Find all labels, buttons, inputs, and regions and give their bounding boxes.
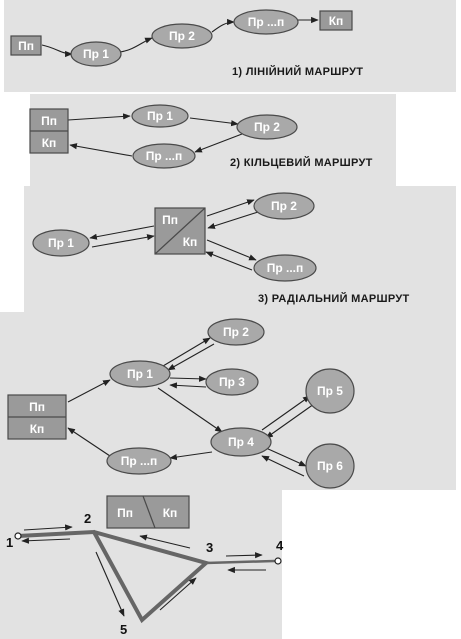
svg-text:Пр 1: Пр 1 <box>48 236 74 250</box>
svg-text:Кп: Кп <box>42 136 57 150</box>
svg-text:Пр ...п: Пр ...п <box>121 454 158 468</box>
panel-radial <box>24 186 456 312</box>
node-pp-kp-radial: Пп Кп <box>154 207 206 255</box>
network-route: Пп Кп 1 2 3 4 5 <box>6 495 284 637</box>
svg-text:Пр 1: Пр 1 <box>83 47 109 61</box>
label-point-1: 1 <box>6 535 13 550</box>
node-pr1-combined: Пр 1 <box>109 360 171 388</box>
node-pp-kp-ring: Пп Кп <box>29 108 69 154</box>
svg-text:Кп: Кп <box>183 235 198 249</box>
svg-text:Пп: Пп <box>18 39 34 53</box>
linear-route: Пп Пр 1 Пр 2 Пр ...п Кп 1) ЛІНІЙНИЙ МАРШ… <box>10 9 363 78</box>
label-point-5: 5 <box>120 622 127 637</box>
node-pp-kp-combined: Пп Кп <box>7 394 67 440</box>
label-point-2: 2 <box>84 511 91 526</box>
svg-text:Пр 2: Пр 2 <box>169 29 195 43</box>
ring-route: Пп Кп Пр 1 Пр 2 Пр ...п 2) КІЛЬЦЕВИЙ МАР… <box>29 104 373 169</box>
svg-text:Пр 2: Пр 2 <box>254 120 280 134</box>
node-prn: Пр ...п <box>233 9 299 35</box>
svg-text:Пп: Пп <box>29 400 45 414</box>
radial-route: Пп Кп Пр 1 Пр 2 Пр ...п 3) РАДІАЛЬНИЙ МА… <box>32 192 410 305</box>
panel-ring <box>30 94 396 186</box>
panel-linear <box>4 0 456 92</box>
node-pr2-combined: Пр 2 <box>207 318 265 346</box>
node-prn-radial: Пр ...п <box>253 254 317 282</box>
svg-text:Кп: Кп <box>329 14 344 28</box>
combined-route: Пп Кп Пр 1 Пр 2 Пр 3 Пр 4 Пр 5 Пр 6 <box>7 318 355 489</box>
svg-text:Пр 2: Пр 2 <box>271 199 297 213</box>
node-pr2: Пр 2 <box>151 23 213 49</box>
node-prn-ring: Пр ...п <box>132 143 196 169</box>
point-1 <box>14 532 22 540</box>
node-pr1-radial: Пр 1 <box>32 229 90 257</box>
node-pr2-radial: Пр 2 <box>253 192 315 220</box>
svg-text:Пр 1: Пр 1 <box>147 109 173 123</box>
svg-text:Пп: Пп <box>162 213 178 227</box>
svg-text:Кп: Кп <box>163 506 178 520</box>
label-point-3: 3 <box>206 540 213 555</box>
node-pr1-ring: Пр 1 <box>131 104 189 128</box>
point-4 <box>274 557 282 565</box>
node-pr4-combined: Пр 4 <box>210 427 272 457</box>
svg-text:Пр ...п: Пр ...п <box>248 15 285 29</box>
caption-linear: 1) ЛІНІЙНИЙ МАРШРУТ <box>232 65 363 78</box>
node-pr5-combined: Пр 5 <box>305 368 355 414</box>
node-pr2-ring: Пр 2 <box>236 114 298 140</box>
node-pr6-combined: Пр 6 <box>305 443 355 489</box>
caption-radial: 3) РАДІАЛЬНИЙ МАРШРУТ <box>258 292 410 305</box>
svg-text:Пр 1: Пр 1 <box>127 367 153 381</box>
svg-text:Пп: Пп <box>41 114 57 128</box>
node-kp: Кп <box>319 10 353 31</box>
svg-text:Пр 2: Пр 2 <box>223 325 249 339</box>
svg-text:Кп: Кп <box>30 422 45 436</box>
svg-text:Пр ...п: Пр ...п <box>146 149 183 163</box>
label-point-4: 4 <box>276 538 284 553</box>
node-prn-combined: Пр ...п <box>106 447 172 475</box>
node-pr1: Пр 1 <box>70 41 122 67</box>
node-pp-kp-network: Пп Кп <box>106 495 190 529</box>
svg-text:Пр 3: Пр 3 <box>219 375 245 389</box>
svg-text:Пп: Пп <box>117 506 133 520</box>
caption-ring: 2) КІЛЬЦЕВИЙ МАРШРУТ <box>230 156 373 169</box>
svg-text:Пр 4: Пр 4 <box>228 435 254 449</box>
svg-text:Пр 5: Пр 5 <box>317 384 343 398</box>
node-pr3-combined: Пр 3 <box>205 368 259 396</box>
node-pp: Пп <box>10 35 42 56</box>
svg-text:Пр ...п: Пр ...п <box>267 261 304 275</box>
svg-text:Пр 6: Пр 6 <box>317 459 343 473</box>
